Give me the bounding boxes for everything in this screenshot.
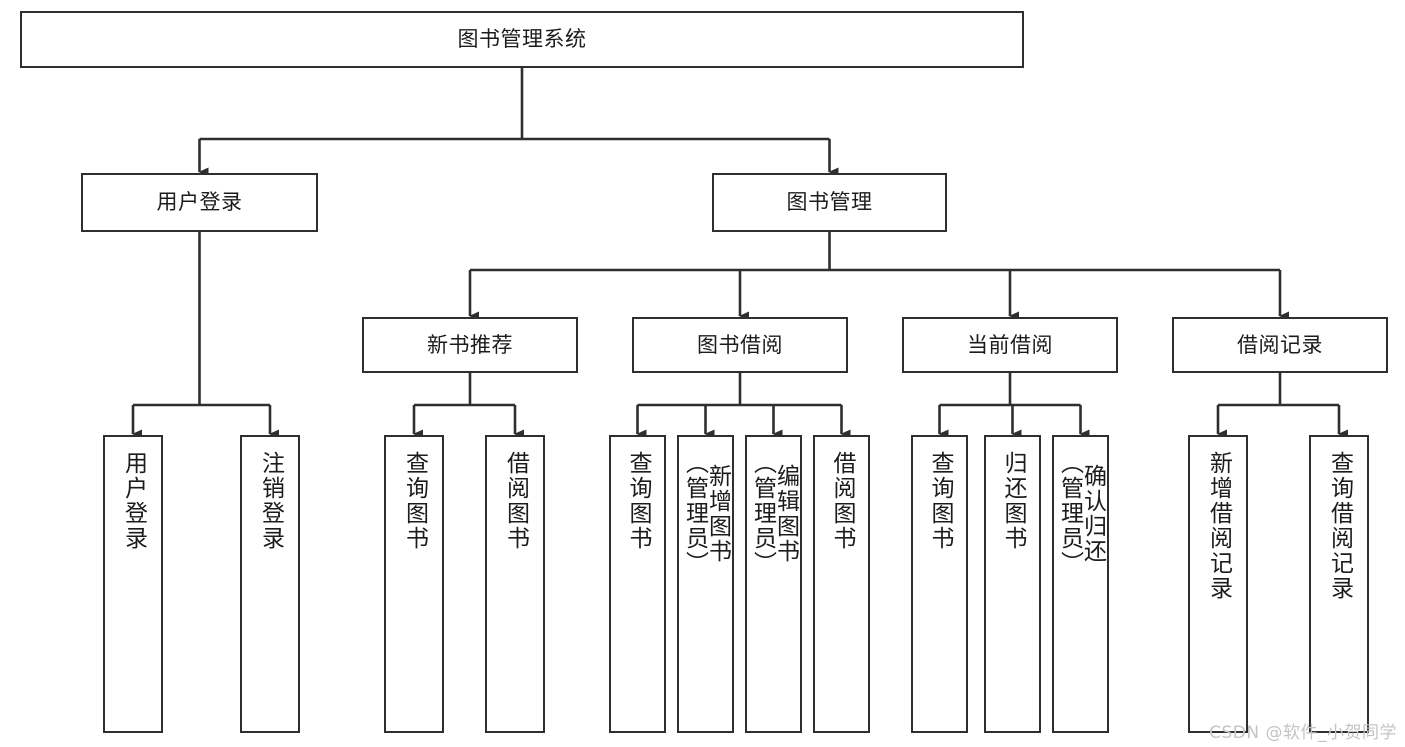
node-label-user-login: 用户登录 [156,190,243,215]
node-leaf-borrow-book-recommend[interactable]: 借阅图书 [485,435,545,733]
node-label-leaf-borrow-book: 借阅图书 [829,451,855,551]
node-leaf-borrow-book[interactable]: 借阅图书 [813,435,870,733]
node-label-book-borrow: 图书借阅 [697,332,783,357]
node-label-borrow-record: 借阅记录 [1237,332,1323,357]
node-book-management[interactable]: 图书管理 [712,173,947,232]
node-root[interactable]: 图书管理系统 [20,11,1024,68]
node-label-leaf-edit-book-admin: 编辑图书 （管理员） [749,451,799,576]
node-label-leaf-user-login: 用户登录 [120,451,147,551]
node-leaf-query-book-recommend[interactable]: 查询图书 [384,435,444,733]
node-label-leaf-user-logout: 注销登录 [257,451,284,551]
node-label-leaf-confirm-return-admin: 确认归还 （管理员） [1056,451,1106,576]
node-leaf-return-book[interactable]: 归还图书 [984,435,1041,733]
node-label-leaf-query-book-recommend: 查询图书 [401,451,428,551]
node-label-root: 图书管理系统 [457,27,587,52]
node-leaf-query-book-current[interactable]: 查询图书 [911,435,968,733]
node-label-leaf-query-book-current: 查询图书 [927,451,953,551]
node-leaf-user-login[interactable]: 用户登录 [103,435,163,733]
node-label-leaf-add-borrow-record: 新增借阅记录 [1205,451,1232,601]
node-leaf-add-book-admin[interactable]: 新增图书 （管理员） [677,435,734,733]
node-leaf-add-borrow-record[interactable]: 新增借阅记录 [1188,435,1248,733]
node-label-leaf-query-book-borrow: 查询图书 [625,451,651,551]
node-current-borrow[interactable]: 当前借阅 [902,317,1118,373]
node-label-new-book-recommend: 新书推荐 [427,332,513,357]
node-user-login[interactable]: 用户登录 [81,173,318,232]
node-label-leaf-add-book-admin: 新增图书 （管理员） [681,451,731,576]
node-label-leaf-query-borrow-record: 查询借阅记录 [1326,451,1353,601]
node-label-current-borrow: 当前借阅 [967,332,1053,357]
node-leaf-query-borrow-record[interactable]: 查询借阅记录 [1309,435,1369,733]
node-book-borrow[interactable]: 图书借阅 [632,317,848,373]
node-borrow-record[interactable]: 借阅记录 [1172,317,1388,373]
csdn-watermark: CSDN @软件_小贺同学 [1209,723,1397,743]
node-leaf-edit-book-admin[interactable]: 编辑图书 （管理员） [745,435,802,733]
node-leaf-query-book-borrow[interactable]: 查询图书 [609,435,666,733]
node-label-leaf-return-book: 归还图书 [1000,451,1026,551]
node-new-book-recommend[interactable]: 新书推荐 [362,317,578,373]
node-leaf-user-logout[interactable]: 注销登录 [240,435,300,733]
node-label-leaf-borrow-book-recommend: 借阅图书 [502,451,529,551]
node-label-book-management: 图书管理 [786,190,873,215]
edges [131,68,1348,439]
node-leaf-confirm-return-admin[interactable]: 确认归还 （管理员） [1052,435,1109,733]
